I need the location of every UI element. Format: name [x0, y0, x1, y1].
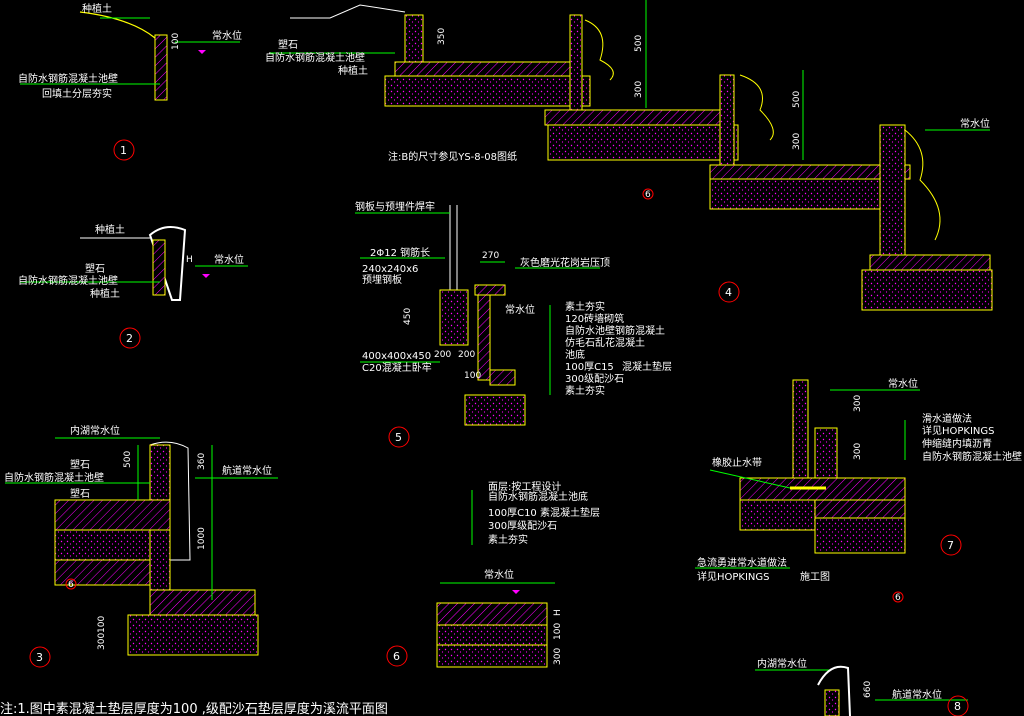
label: 自防水钢筋混凝土池底 [488, 490, 588, 503]
dim: 500 [123, 451, 133, 468]
dim: 450 [403, 308, 413, 325]
dim: 350 [437, 28, 447, 45]
label: C20混凝土卧牢 [362, 361, 432, 374]
label: 池底 [565, 348, 585, 361]
label: 400x400x450 [362, 351, 431, 362]
label: 详见HOPKINGS [697, 570, 770, 583]
label: 种植土 [82, 2, 112, 15]
section-marker: 6 [68, 580, 74, 590]
label: 塑石 [85, 263, 105, 275]
label: 常水位 [214, 253, 244, 266]
label: 自防水钢筋混凝土池壁 [4, 471, 104, 484]
dim: 300 [853, 395, 863, 412]
label: 常水位 [888, 377, 918, 390]
label: 橡胶止水带 [712, 456, 762, 469]
label: 常水位 [212, 29, 242, 42]
dim: 500 [792, 91, 802, 108]
section-marker: 6 [645, 190, 651, 200]
label: 240x240x6 [362, 264, 418, 275]
label: 钢板与预埋件焊牢 [355, 200, 435, 213]
dim: 300 [792, 133, 802, 150]
label: 滑水道做法 [922, 412, 972, 425]
detail-number: 3 [36, 651, 43, 664]
label: 灰色磨光花岗岩压顶 [520, 256, 610, 269]
label: 详见HOPKINGS [922, 424, 995, 437]
label: 预埋钢板 [362, 273, 402, 286]
label: 塑石 [70, 488, 90, 500]
dim: H [186, 255, 193, 265]
label: 塑石 [278, 39, 298, 51]
label: 自防水钢筋混凝土池壁 [922, 450, 1022, 463]
dim: 300 [853, 443, 863, 460]
detail-2: 种植土 常水位 H 塑石 自防水钢筋混凝土池壁 种植土 2 [18, 223, 248, 349]
detail-3: 内湖常水位 航道常水位 360 1000 500 塑石 自防水钢筋混凝土池壁 塑… [4, 424, 278, 668]
label: 120砖墙砌筑 [565, 312, 624, 325]
dim: 100 [171, 33, 181, 50]
label: 自防水钢筋混凝土池壁 [18, 72, 118, 85]
label: 素土夯实 [565, 384, 605, 397]
label: 300级配沙石 [565, 373, 624, 385]
label: 素土夯实 [488, 533, 528, 546]
detail-number: 1 [120, 144, 127, 157]
label: 急流勇进常水道做法 [697, 556, 787, 569]
label: 回填土分层夯实 [42, 87, 112, 100]
dim: 100 [553, 623, 563, 640]
footer-note: 注:1.图中素混凝土垫层厚度为100 ,级配沙石垫层厚度为溪流平面图 [0, 701, 388, 716]
label: 施工图 [800, 570, 830, 583]
label: 2Φ12 钢筋长 [370, 246, 430, 259]
label: 种植土 [338, 64, 368, 77]
dim: 200 [458, 350, 475, 360]
detail-8: 内湖常水位 航道常水位 660 8 [755, 657, 969, 716]
label: 塑石 [70, 459, 90, 471]
detail-7: 常水位 滑水道做法 详见HOPKINGS 伸缩缝内填沥青 自防水钢筋混凝土池壁 … [695, 377, 1022, 603]
label: 自防水钢筋混凝土池壁 [18, 274, 118, 287]
label: 内湖常水位 [757, 657, 807, 670]
label: 常水位 [960, 117, 990, 130]
section-marker: 6 [895, 593, 901, 603]
label: 自防水钢筋混凝土池壁 [265, 51, 365, 64]
detail-number: 8 [954, 700, 961, 713]
label: 内湖常水位 [70, 424, 120, 437]
label: 航道常水位 [892, 688, 942, 701]
detail-number: 2 [126, 332, 133, 345]
label: 面层:按工程设计 [488, 480, 561, 493]
dim: 270 [482, 251, 499, 261]
label: 100厚C15 [565, 361, 614, 373]
detail-number: 6 [393, 650, 400, 663]
note: 注:B的尺寸参见YS-8-08图纸 [388, 150, 517, 163]
label: 100厚C10 素混凝土垫层 [488, 506, 600, 519]
label: 种植土 [95, 223, 125, 236]
label: 航道常水位 [222, 464, 272, 477]
dim: 100 [464, 371, 481, 381]
label: 常水位 [505, 303, 535, 316]
detail-4: 塑石 自防水钢筋混凝土池壁 种植土 常水位 注:B的尺寸参见YS-8-08图纸 … [265, 0, 993, 311]
detail-1: 种植土 常水位 100 自防水钢筋混凝土池壁 回填土分层夯实 1 [18, 2, 242, 161]
dim: 300 [634, 81, 644, 98]
detail-number: 7 [947, 539, 954, 552]
label: 种植土 [90, 287, 120, 300]
detail-number: 4 [725, 286, 732, 299]
dim: 300 [97, 633, 107, 650]
dim: 360 [197, 453, 207, 470]
label: 自防水池壁钢筋混凝土 [565, 324, 665, 337]
dim: 100 [97, 616, 107, 633]
dim: 660 [863, 681, 873, 698]
label: 素土夯实 [565, 300, 605, 313]
dim: 200 [434, 350, 451, 360]
detail-6: 面层:按工程设计 自防水钢筋混凝土池底 100厚C10 素混凝土垫层 300厚级… [386, 480, 600, 668]
label: 混凝土垫层 [622, 360, 672, 373]
dim: 300 [553, 648, 563, 665]
detail-5: 钢板与预埋件焊牢 2Φ12 钢筋长 240x240x6 预埋钢板 270 灰色磨… [355, 200, 672, 448]
dim: 1000 [197, 527, 207, 550]
dim: 500 [634, 35, 644, 52]
dim: H [553, 609, 563, 616]
label: 常水位 [484, 568, 514, 581]
label: 伸缩缝内填沥青 [922, 437, 992, 450]
detail-number: 5 [395, 431, 402, 444]
label: 300厚级配沙石 [488, 520, 557, 532]
label: 仿毛石乱花混凝土 [565, 336, 645, 349]
